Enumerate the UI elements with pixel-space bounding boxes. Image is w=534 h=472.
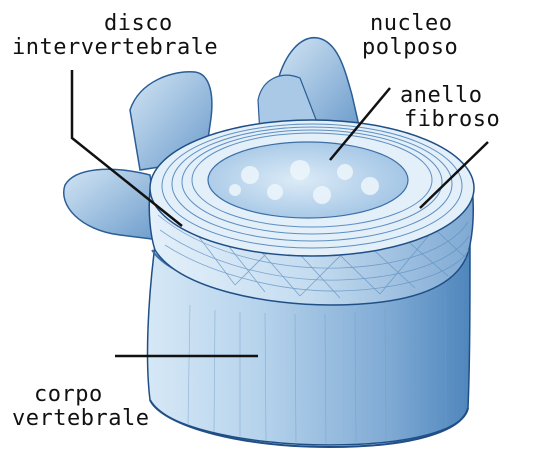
label-nucleus-pulposus: nucleo polposo xyxy=(362,12,522,60)
label-corpo-line1: corpo xyxy=(12,383,212,407)
label-nucleo-line2: polposo xyxy=(362,36,522,60)
nucleus-pulposus xyxy=(208,142,408,218)
label-corpo-line2: vertebrale xyxy=(12,407,212,431)
label-nucleo-line1: nucleo xyxy=(362,12,522,36)
label-anello-line2: fibroso xyxy=(398,108,528,132)
label-vertebral-body: corpo vertebrale xyxy=(12,383,212,431)
label-disco-line1: disco xyxy=(12,12,292,36)
transverse-process-left xyxy=(64,169,160,240)
label-anello-line1: anello xyxy=(398,84,528,108)
label-annulus-fibrosus: anello fibroso xyxy=(398,84,528,132)
label-intervertebral-disc: disco intervertebrale xyxy=(12,12,292,60)
label-disco-line2: intervertebrale xyxy=(12,36,292,60)
